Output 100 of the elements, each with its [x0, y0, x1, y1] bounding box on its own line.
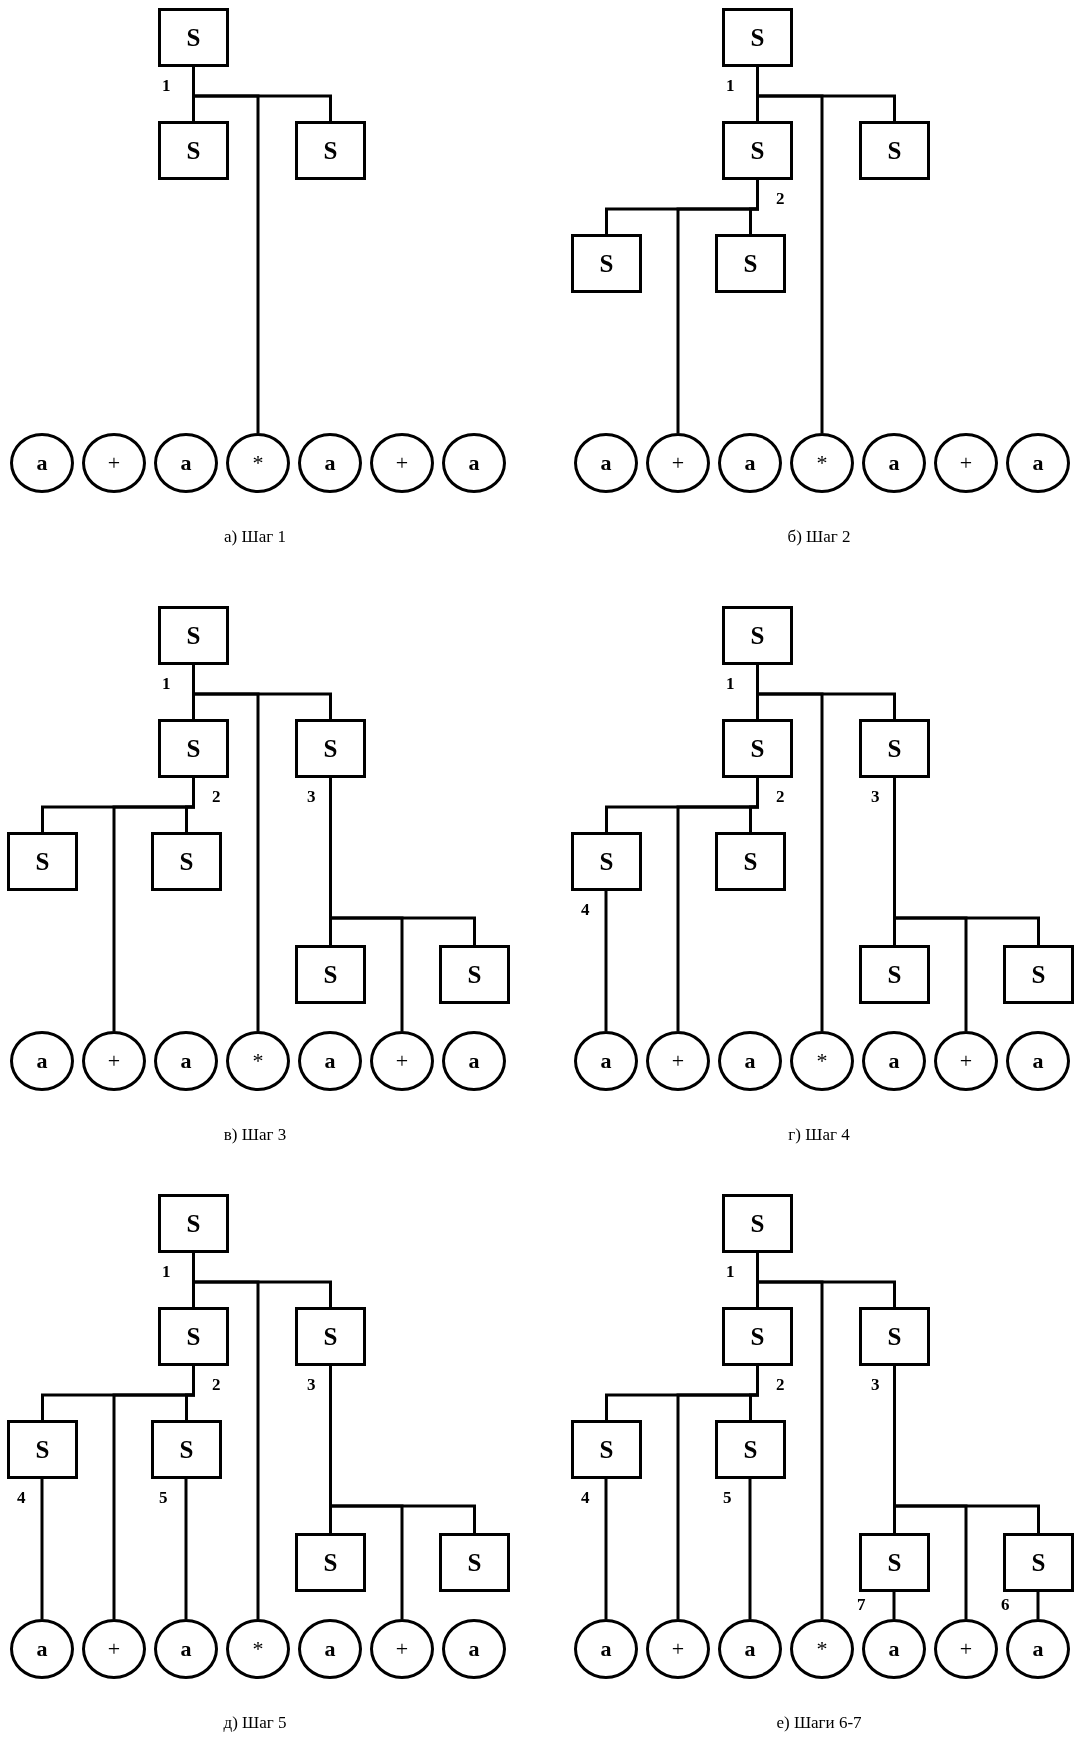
nonterminal-box: S	[295, 1307, 366, 1366]
tree-branch	[192, 67, 332, 121]
terminal-circle: a	[442, 433, 506, 493]
terminal-circle: +	[370, 1031, 434, 1091]
step-number: 2	[776, 1376, 785, 1393]
terminal-circle: a	[154, 433, 218, 493]
nonterminal-box: S	[571, 1420, 642, 1479]
panel-caption: е) Шаги 6-7	[776, 1714, 862, 1731]
nonterminal-box: S	[722, 606, 793, 665]
step-number: 4	[581, 1489, 590, 1506]
step-number: 5	[723, 1489, 732, 1506]
step-number: 1	[162, 77, 171, 94]
nonterminal-box: S	[295, 121, 366, 180]
terminal-circle: +	[370, 433, 434, 493]
tree-branch	[748, 1479, 752, 1619]
step-number: 1	[726, 675, 735, 692]
step-number: 1	[162, 1263, 171, 1280]
terminal-circle: a	[862, 1619, 926, 1679]
terminal-circle: *	[226, 433, 290, 493]
nonterminal-box: S	[859, 1533, 930, 1592]
step-number: 3	[307, 788, 316, 805]
nonterminal-box: S	[158, 8, 229, 67]
tree-branch	[185, 1366, 195, 1420]
nonterminal-box: S	[859, 1307, 930, 1366]
terminal-circle: +	[82, 1031, 146, 1091]
nonterminal-box: S	[7, 1420, 78, 1479]
nonterminal-box: S	[158, 1307, 229, 1366]
tree-branch	[192, 1253, 332, 1307]
tree-branch	[40, 1479, 44, 1619]
terminal-circle: +	[934, 1031, 998, 1091]
terminal-circle: a	[574, 433, 638, 493]
step-number: 4	[17, 1489, 26, 1506]
terminal-circle: a	[154, 1031, 218, 1091]
step-number: 3	[307, 1376, 316, 1393]
tree-branch	[756, 665, 896, 719]
step-number: 1	[162, 675, 171, 692]
step-number: 2	[212, 788, 221, 805]
nonterminal-box: S	[439, 1533, 510, 1592]
tree-branch	[604, 1479, 608, 1619]
terminal-circle: +	[82, 433, 146, 493]
tree-branch	[756, 67, 896, 121]
nonterminal-box: S	[158, 719, 229, 778]
nonterminal-box: S	[295, 719, 366, 778]
tree-branch	[329, 1366, 476, 1533]
tree-branch	[749, 180, 759, 234]
step-number: 7	[857, 1596, 866, 1613]
nonterminal-box: S	[439, 945, 510, 1004]
terminal-circle: +	[646, 1031, 710, 1091]
nonterminal-box: S	[151, 1420, 222, 1479]
nonterminal-box: S	[295, 1533, 366, 1592]
nonterminal-box: S	[715, 234, 786, 293]
nonterminal-box: S	[715, 832, 786, 891]
terminal-circle: a	[298, 1031, 362, 1091]
panel-caption: б) Шаг 2	[787, 528, 851, 545]
terminal-circle: a	[718, 1619, 782, 1679]
step-number: 6	[1001, 1596, 1010, 1613]
nonterminal-box: S	[295, 945, 366, 1004]
terminal-circle: +	[934, 1619, 998, 1679]
step-number: 4	[581, 901, 590, 918]
terminal-circle: +	[370, 1619, 434, 1679]
terminal-circle: a	[574, 1619, 638, 1679]
nonterminal-box: S	[1003, 1533, 1074, 1592]
terminal-circle: a	[10, 433, 74, 493]
terminal-circle: a	[442, 1619, 506, 1679]
tree-branch	[749, 1366, 759, 1420]
terminal-circle: a	[862, 433, 926, 493]
tree-branch	[184, 1479, 188, 1619]
nonterminal-box: S	[722, 1307, 793, 1366]
nonterminal-box: S	[7, 832, 78, 891]
terminal-circle: a	[718, 1031, 782, 1091]
step-number: 2	[212, 1376, 221, 1393]
tree-branch	[185, 778, 195, 832]
nonterminal-box: S	[722, 719, 793, 778]
terminal-circle: a	[1006, 433, 1070, 493]
terminal-circle: *	[790, 1031, 854, 1091]
tree-branch	[604, 891, 608, 1031]
terminal-circle: a	[1006, 1619, 1070, 1679]
panel-caption: г) Шаг 4	[788, 1126, 850, 1143]
terminal-circle: a	[298, 433, 362, 493]
step-number: 3	[871, 788, 880, 805]
terminal-circle: a	[442, 1031, 506, 1091]
nonterminal-box: S	[151, 832, 222, 891]
terminal-circle: a	[10, 1619, 74, 1679]
nonterminal-box: S	[722, 1194, 793, 1253]
nonterminal-box: S	[722, 8, 793, 67]
terminal-circle: +	[82, 1619, 146, 1679]
tree-branch	[893, 1366, 1040, 1533]
terminal-circle: a	[10, 1031, 74, 1091]
panel-caption: д) Шаг 5	[223, 1714, 287, 1731]
tree-branch	[192, 665, 332, 719]
step-number: 3	[871, 1376, 880, 1393]
terminal-circle: a	[862, 1031, 926, 1091]
terminal-circle: a	[718, 433, 782, 493]
nonterminal-box: S	[571, 832, 642, 891]
tree-branch	[892, 1592, 896, 1619]
terminal-circle: +	[646, 433, 710, 493]
step-number: 5	[159, 1489, 168, 1506]
terminal-circle: *	[790, 1619, 854, 1679]
nonterminal-box: S	[571, 234, 642, 293]
step-number: 1	[726, 77, 735, 94]
